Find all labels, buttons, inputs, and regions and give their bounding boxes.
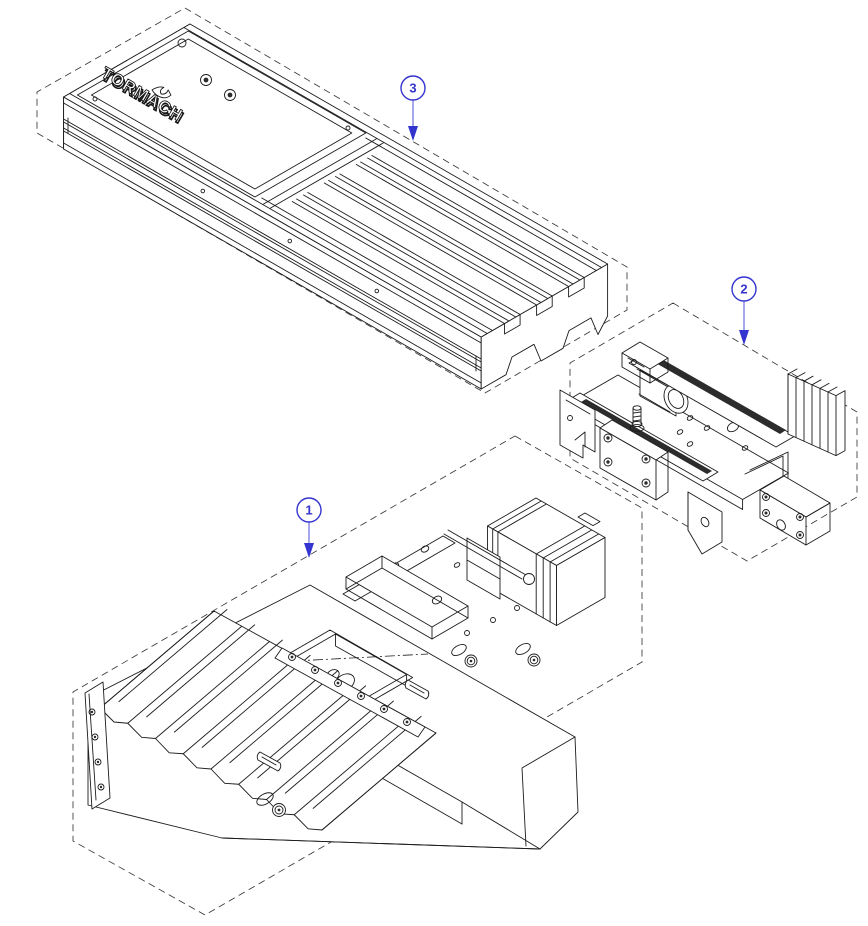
socket-screw	[762, 493, 770, 501]
callout-3-number: 3	[409, 81, 416, 96]
socket-screw	[796, 513, 804, 521]
table-end-face-with-feet	[480, 263, 609, 390]
part-2-saddle-assembly	[559, 341, 846, 555]
round-head-screw	[380, 705, 388, 713]
boundary-box-part1	[72, 435, 643, 916]
socket-screw	[603, 433, 613, 443]
socket-screw	[641, 478, 651, 488]
bellows-mount-flange	[274, 647, 426, 738]
plate-screw	[94, 758, 102, 766]
part-1-base-assembly	[84, 497, 606, 850]
plate-screw	[91, 733, 99, 741]
callout-1[interactable]: 1	[296, 497, 322, 558]
countersunk-hole	[200, 74, 212, 86]
socket-screw	[603, 457, 613, 467]
boundary-box-part3	[36, 7, 628, 394]
callout-2-arrowhead	[739, 330, 749, 345]
leveling-screw	[451, 643, 478, 668]
callout-1-number: 1	[305, 503, 312, 518]
socket-screw	[641, 454, 651, 464]
way-bellows	[99, 609, 437, 831]
pull-handle	[256, 751, 282, 772]
stepper-motor	[487, 497, 606, 626]
callout-2-number: 2	[740, 282, 747, 297]
right-bracket	[744, 451, 831, 546]
plate-screw	[88, 708, 96, 716]
round-head-screw	[334, 679, 342, 687]
table-front-rail	[63, 117, 482, 372]
callout-1-balloon[interactable]	[296, 497, 322, 523]
top-linear-rail	[621, 341, 796, 448]
part-3-t-slot-table: TORMACH TORMACH	[63, 23, 609, 390]
top-plate-opening	[345, 550, 481, 640]
round-head-screw	[403, 718, 411, 726]
ballscrew-end	[523, 573, 535, 585]
leveling-screw	[256, 792, 286, 817]
socket-screw	[762, 509, 770, 517]
callout-3-balloon[interactable]	[400, 75, 426, 101]
adjustment-stud	[629, 405, 645, 432]
callout-3[interactable]: 3	[400, 75, 426, 141]
callout-2-balloon[interactable]	[731, 276, 757, 302]
plate-screw	[97, 783, 105, 791]
round-head-screw	[357, 692, 365, 700]
callout-1-arrowhead	[304, 543, 314, 558]
t-slots	[291, 155, 585, 335]
round-head-screw	[288, 653, 296, 661]
countersunk-hole	[224, 89, 236, 101]
bellows-end-plate	[84, 681, 111, 810]
callout-3-arrowhead	[408, 126, 418, 141]
round-head-screw	[311, 666, 319, 674]
center-lower-block	[687, 491, 723, 555]
pull-handle	[404, 679, 430, 700]
front-bearing-block	[599, 419, 669, 501]
tormach-genie-icon	[151, 86, 172, 99]
small-way-bellows	[787, 368, 846, 457]
logo-cover-plate: TORMACH TORMACH	[76, 30, 367, 198]
callout-2[interactable]: 2	[731, 276, 757, 345]
leveling-screw	[515, 642, 541, 667]
motor-mount-and-shaft	[443, 529, 535, 600]
socket-screw	[796, 531, 804, 539]
boundary-box-part2	[569, 302, 858, 562]
